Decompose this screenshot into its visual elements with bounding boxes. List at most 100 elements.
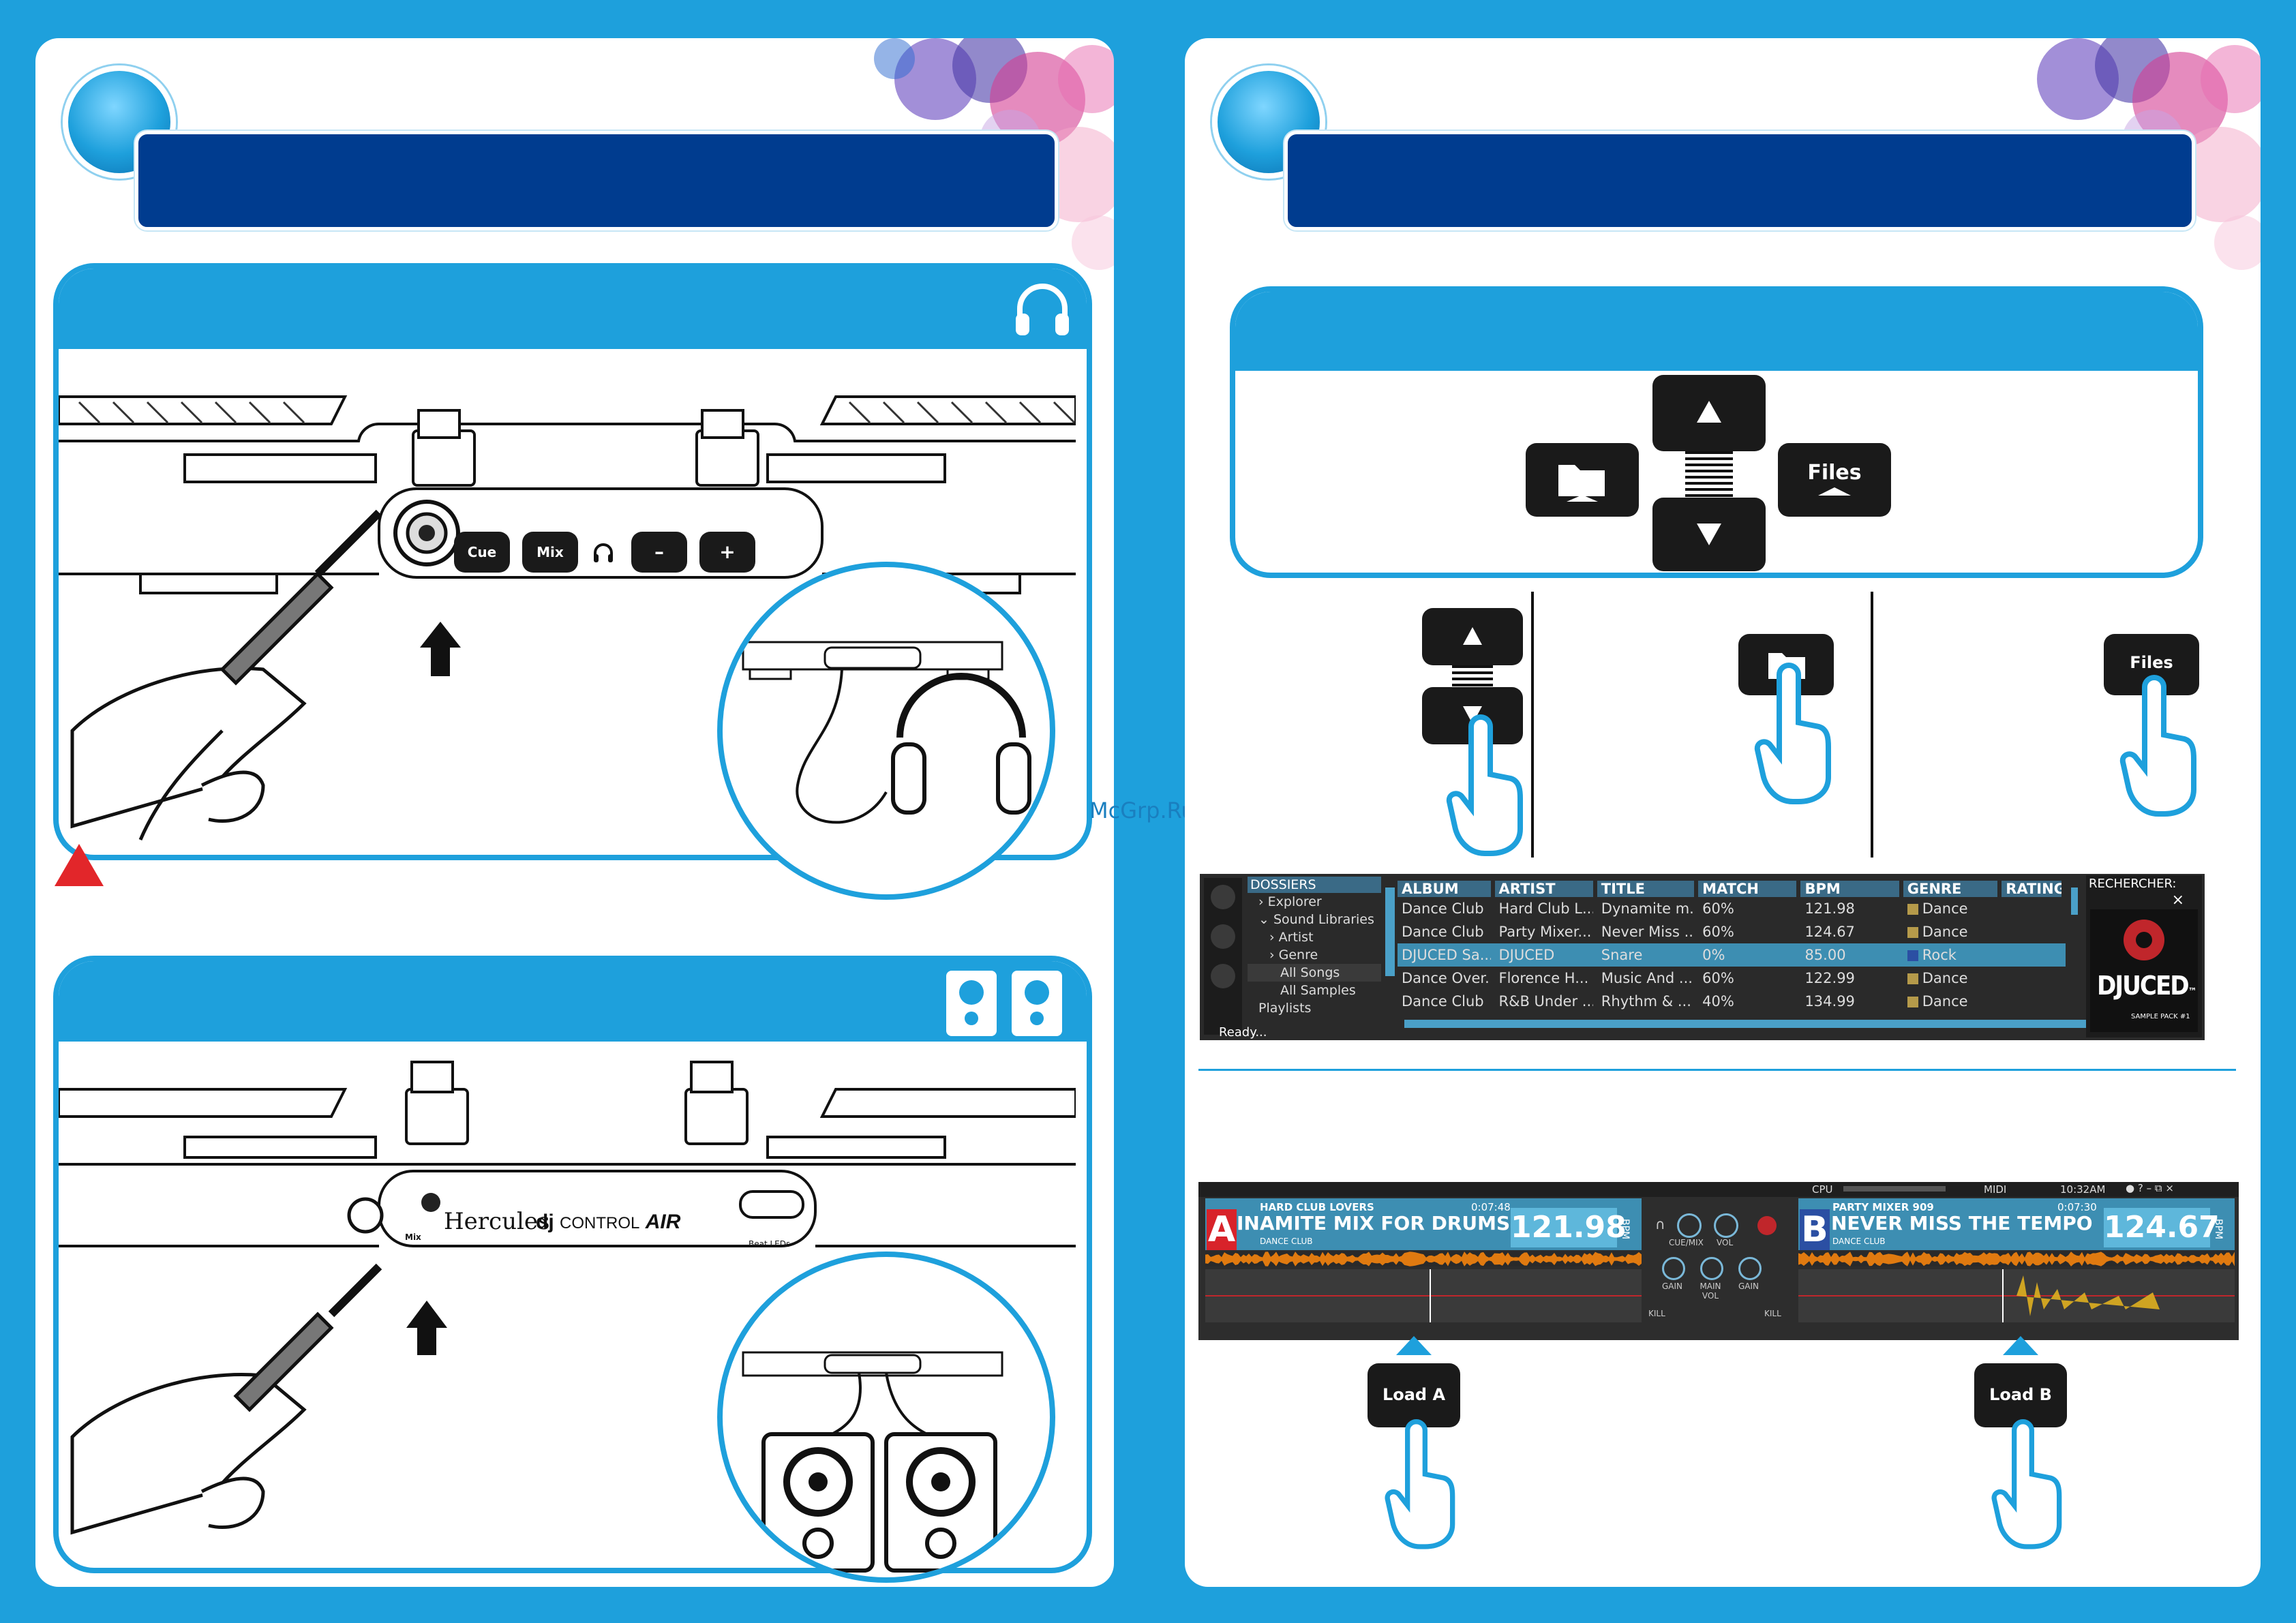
sidebar-icon[interactable] bbox=[1211, 885, 1235, 909]
cue-mix-label: CUE/MIX bbox=[1669, 1238, 1704, 1247]
cue-mix-knob[interactable] bbox=[1677, 1213, 1702, 1238]
deck-b-bpm-unit: BPM bbox=[2213, 1219, 2224, 1240]
software-browser: DOSSIERS › Explorer⌄ Sound Libraries› Ar… bbox=[1200, 874, 2205, 1040]
column-header[interactable]: ALBUM bbox=[1398, 881, 1491, 897]
mix-label: Mix bbox=[405, 1232, 421, 1242]
table-cell: 0% bbox=[1702, 947, 1725, 963]
software-decks: CPU MIDI 10:32AM ● ? – ⧉ × A HARD CLUB L… bbox=[1198, 1182, 2239, 1340]
vol-label: VOL bbox=[1717, 1238, 1734, 1247]
table-cell: 60% bbox=[1702, 900, 1734, 917]
table-cell: Dynamite m... bbox=[1601, 900, 1695, 917]
tree-item[interactable]: All Songs bbox=[1248, 964, 1381, 982]
kill-b-label: KILL bbox=[1764, 1309, 1781, 1318]
speakers-zoom-circle bbox=[717, 1252, 1055, 1583]
folder-tree: › Explorer⌄ Sound Libraries› Artist› Gen… bbox=[1248, 893, 1381, 1017]
vol-knob[interactable] bbox=[1714, 1213, 1738, 1238]
files-button[interactable]: Files bbox=[1778, 443, 1891, 517]
deck-a-waveform bbox=[1205, 1252, 1642, 1322]
gain-a-knob[interactable] bbox=[1662, 1257, 1685, 1280]
clock: 10:32AM bbox=[2060, 1183, 2106, 1196]
tree-item[interactable]: All Samples bbox=[1248, 982, 1381, 999]
table-cell: Music And ... bbox=[1601, 970, 1693, 986]
record-button[interactable] bbox=[1757, 1216, 1777, 1235]
tree-item-label: Artist bbox=[1278, 930, 1314, 945]
table-row[interactable]: Dance Over...Florence H...Music And ...6… bbox=[1398, 967, 2066, 990]
tree-item[interactable]: › Explorer bbox=[1248, 893, 1381, 911]
sidebar-icon[interactable] bbox=[1211, 924, 1235, 949]
column-header[interactable]: RATING bbox=[2002, 881, 2061, 897]
scroll-down-button[interactable] bbox=[1652, 498, 1766, 571]
arrow-down-icon bbox=[1463, 706, 1482, 724]
tree-item-label: Explorer bbox=[1267, 894, 1322, 909]
plus-button[interactable]: + bbox=[699, 532, 755, 573]
product-suffix: AIR bbox=[645, 1211, 681, 1233]
beat-leds-label: Beat LEDs bbox=[749, 1239, 791, 1249]
files-label: Files bbox=[1807, 461, 1862, 485]
divider bbox=[1531, 592, 1534, 858]
column-header[interactable]: MATCH bbox=[1698, 881, 1797, 897]
headphones-icon bbox=[1016, 284, 1069, 335]
gain-a-label: GAIN bbox=[1662, 1281, 1683, 1291]
pointing-hand-icon bbox=[1754, 663, 1831, 804]
table-cell: 60% bbox=[1702, 924, 1734, 940]
product-prefix: CONTROL bbox=[560, 1214, 640, 1232]
cpu-label: CPU bbox=[1812, 1183, 1833, 1196]
mixer: ∩ CUE/MIX VOL GAIN MAIN VOL GAIN KILL KI… bbox=[1648, 1198, 1785, 1335]
column-header[interactable]: TITLE bbox=[1597, 881, 1695, 897]
cue-button[interactable]: Cue bbox=[454, 532, 510, 573]
tree-item[interactable]: › Artist bbox=[1248, 928, 1381, 946]
deck-a-genre: DANCE CLUB bbox=[1260, 1237, 1313, 1246]
table-cell: Rock bbox=[1903, 943, 1997, 967]
browse-controls-panel: Files bbox=[1230, 286, 2203, 578]
load-b-button[interactable]: Load B bbox=[1974, 1363, 2067, 1427]
files-label: Files bbox=[2130, 653, 2173, 672]
cpu-meter bbox=[1843, 1186, 1946, 1192]
search-close-icon[interactable]: × bbox=[2171, 892, 2184, 909]
scroll-up-button[interactable] bbox=[1652, 375, 1766, 451]
kill-a-label: KILL bbox=[1648, 1309, 1665, 1318]
load-a-marker bbox=[1396, 1336, 1432, 1355]
speakers-icon bbox=[946, 971, 1062, 1036]
table-cell: Snare bbox=[1601, 947, 1643, 963]
watermark: McGrp.Ru bbox=[1089, 798, 1195, 823]
djuced-logo-icon bbox=[2124, 920, 2164, 960]
sidebar-icon[interactable] bbox=[1211, 964, 1235, 988]
gain-b-knob[interactable] bbox=[1738, 1257, 1762, 1280]
tree-item[interactable]: › Genre bbox=[1248, 946, 1381, 964]
load-a-button[interactable]: Load A bbox=[1368, 1363, 1460, 1427]
table-cell: DJUCED Sa... bbox=[1402, 947, 1491, 963]
tree-item[interactable]: Playlists bbox=[1248, 999, 1381, 1017]
status-text: Ready... bbox=[1219, 1025, 1267, 1040]
column-header[interactable]: ARTIST bbox=[1494, 881, 1593, 897]
scroll-up-button-small[interactable] bbox=[1422, 608, 1523, 665]
load-a-label: Load A bbox=[1382, 1385, 1446, 1404]
mix-button[interactable]: Mix bbox=[522, 532, 578, 573]
left-page: Cue Mix – + bbox=[35, 38, 1114, 1587]
section-divider bbox=[1198, 1069, 2236, 1071]
headphone-icon: ∩ bbox=[1655, 1216, 1665, 1232]
table-cell: Dance Club bbox=[1402, 900, 1484, 917]
genre-color-swatch bbox=[1907, 927, 1918, 938]
column-header[interactable]: BPM bbox=[1800, 881, 1899, 897]
table-cell: 60% bbox=[1702, 970, 1734, 986]
genre-label: Rock bbox=[1922, 947, 1957, 963]
column-header[interactable]: GENRE bbox=[1903, 881, 1998, 897]
main-vol-label: MAIN VOL bbox=[1700, 1281, 1721, 1301]
panel-header bbox=[59, 269, 1087, 349]
table-hscrollbar[interactable] bbox=[1404, 1020, 2127, 1028]
table-vscrollbar[interactable] bbox=[2071, 888, 2078, 915]
table-cell bbox=[2002, 920, 2061, 943]
folder-button[interactable] bbox=[1526, 443, 1639, 517]
tree-item[interactable]: ⌄ Sound Libraries bbox=[1248, 911, 1381, 928]
minus-button[interactable]: – bbox=[631, 532, 687, 573]
main-vol-knob[interactable] bbox=[1700, 1257, 1723, 1280]
folders-scrollbar[interactable] bbox=[1385, 888, 1395, 976]
window-controls[interactable]: ● ? – ⧉ × bbox=[2126, 1182, 2174, 1194]
gain-b-label: GAIN bbox=[1738, 1281, 1759, 1291]
tree-item-label: All Samples bbox=[1280, 983, 1356, 998]
